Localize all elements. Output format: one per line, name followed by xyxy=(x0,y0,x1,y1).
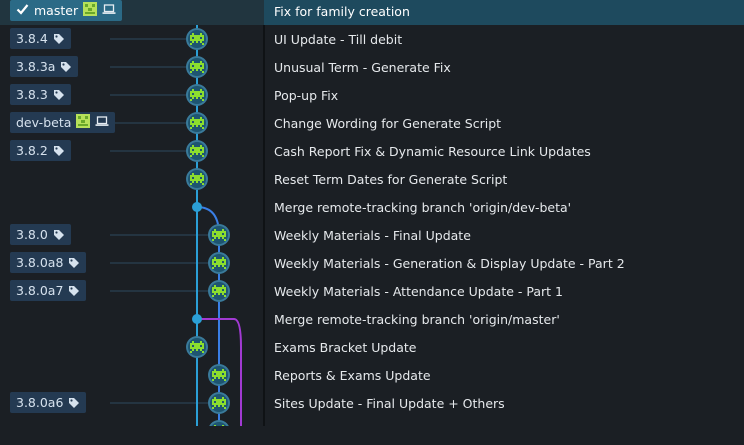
commit-row[interactable]: 3.8.3 Pop-up Fix xyxy=(0,81,744,109)
commit-row[interactable]: 3.8.4 UI Update - Till debit xyxy=(0,25,744,53)
avatar-icon xyxy=(212,397,226,409)
ref-label-text: master xyxy=(34,3,79,18)
commit-message[interactable] xyxy=(264,417,744,445)
ref-cell xyxy=(0,193,178,221)
ref-cell: dev-beta xyxy=(0,109,178,137)
avatar-icon xyxy=(190,33,204,45)
ref-label-text: 3.8.0a8 xyxy=(16,255,64,270)
tag-label[interactable]: 3.8.3 xyxy=(10,84,71,105)
avatar-icon xyxy=(190,341,204,353)
column-divider[interactable] xyxy=(263,0,265,426)
commit-message[interactable]: Weekly Materials - Generation & Display … xyxy=(274,255,625,271)
branch-label[interactable]: master xyxy=(10,0,123,21)
commit-row[interactable]: Merge remote-tracking branch 'origin/dev… xyxy=(0,193,744,221)
avatar-icon xyxy=(83,2,98,19)
ref-label-text: 3.8.0a7 xyxy=(16,283,64,298)
ref-cell xyxy=(0,165,178,193)
lane-line-merge xyxy=(197,318,242,426)
commit-row[interactable]: Reports & Exams Update xyxy=(0,361,744,389)
avatar-icon xyxy=(76,114,91,131)
tag-icon xyxy=(68,257,80,269)
laptop-icon xyxy=(95,115,109,130)
commit-message[interactable]: Exams Bracket Update xyxy=(274,339,417,355)
ref-label-text: 3.8.2 xyxy=(16,143,48,158)
merge-node xyxy=(192,202,202,212)
commit-row[interactable]: dev-beta Change Wording for Generate Scri… xyxy=(0,109,744,137)
commit-message[interactable]: Weekly Materials - Final Update xyxy=(274,227,471,243)
commit-row[interactable]: 3.8.3a Unusual Term - Generate Fix xyxy=(0,53,744,81)
branch-label[interactable]: dev-beta xyxy=(10,112,116,133)
commit-row[interactable]: 3.8.0a8 Weekly Materials - Generation & D… xyxy=(0,249,744,277)
commit-row[interactable] xyxy=(0,417,744,445)
commit-message[interactable]: Sites Update - Final Update + Others xyxy=(274,395,505,411)
ref-label-text: 3.8.0a6 xyxy=(16,395,64,410)
commit-row[interactable]: Exams Bracket Update xyxy=(0,333,744,361)
tag-label[interactable]: 3.8.0a8 xyxy=(10,252,87,273)
ref-cell: 3.8.3 xyxy=(0,81,178,109)
avatar-icon xyxy=(212,257,226,269)
commit-message[interactable]: UI Update - Till debit xyxy=(274,31,403,47)
avatar-icon xyxy=(190,173,204,185)
tag-label[interactable]: 3.8.0 xyxy=(10,224,71,245)
commit-row[interactable]: 3.8.0 Weekly Materials - Final Update xyxy=(0,221,744,249)
commit-row[interactable]: 3.8.0a6 Sites Update - Final Update + Oth… xyxy=(0,389,744,417)
commit-row[interactable]: 3.8.0a7 Weekly Materials - Attendance Upd… xyxy=(0,277,744,305)
ref-cell: 3.8.3a xyxy=(0,53,178,81)
ref-cell xyxy=(0,417,178,445)
tag-icon xyxy=(68,397,80,409)
ref-cell: master xyxy=(0,0,178,25)
commit-row[interactable]: 3.8.2 Cash Report Fix & Dynamic Resource … xyxy=(0,137,744,165)
ref-cell: 3.8.0a7 xyxy=(0,277,178,305)
ref-label-text: 3.8.4 xyxy=(16,31,48,46)
ref-cell: 3.8.0a6 xyxy=(0,389,178,417)
avatar-icon xyxy=(190,61,204,73)
ref-label-text: 3.8.3a xyxy=(16,59,56,74)
avatar-icon xyxy=(212,285,226,297)
ref-label-text: 3.8.0 xyxy=(16,227,48,242)
commit-graph xyxy=(110,0,242,426)
ref-label-text: 3.8.3 xyxy=(16,87,48,102)
commit-message[interactable]: Merge remote-tracking branch 'origin/dev… xyxy=(274,199,572,215)
tag-icon xyxy=(68,285,80,297)
check-icon xyxy=(16,3,29,18)
tag-icon xyxy=(53,89,65,101)
commit-message[interactable]: Cash Report Fix & Dynamic Resource Link … xyxy=(274,143,591,159)
ref-cell xyxy=(0,305,178,333)
ref-cell xyxy=(0,361,178,389)
avatar-icon xyxy=(190,89,204,101)
ref-label-text: dev-beta xyxy=(16,115,72,130)
commit-message[interactable]: Pop-up Fix xyxy=(274,87,339,103)
tag-icon xyxy=(60,61,72,73)
commit-message[interactable]: Merge remote-tracking branch 'origin/mas… xyxy=(274,311,560,327)
commit-row[interactable]: Reset Term Dates for Generate Script xyxy=(0,165,744,193)
ref-cell xyxy=(0,333,178,361)
avatar-icon xyxy=(212,229,226,241)
ref-cell: 3.8.4 xyxy=(0,25,178,53)
commit-message[interactable]: Change Wording for Generate Script xyxy=(274,115,502,131)
ref-cell: 3.8.0 xyxy=(0,221,178,249)
tag-label[interactable]: 3.8.4 xyxy=(10,28,71,49)
tag-label[interactable]: 3.8.0a6 xyxy=(10,392,87,413)
tag-label[interactable]: 3.8.2 xyxy=(10,140,71,161)
tag-icon xyxy=(53,33,65,45)
tag-icon xyxy=(53,229,65,241)
ref-cell: 3.8.2 xyxy=(0,137,178,165)
avatar-icon xyxy=(190,117,204,129)
ref-cell: 3.8.0a8 xyxy=(0,249,178,277)
commit-message[interactable]: Unusual Term - Generate Fix xyxy=(274,59,451,75)
avatar-icon xyxy=(212,369,226,381)
commit-message[interactable]: Reports & Exams Update xyxy=(274,367,431,383)
commit-message[interactable]: Weekly Materials - Attendance Update - P… xyxy=(274,283,563,299)
tag-icon xyxy=(53,145,65,157)
avatar-icon xyxy=(190,145,204,157)
tag-label[interactable]: 3.8.3a xyxy=(10,56,79,77)
commit-row[interactable]: master Fix for family creation xyxy=(0,0,744,25)
commit-row[interactable]: Merge remote-tracking branch 'origin/mas… xyxy=(0,305,744,333)
tag-label[interactable]: 3.8.0a7 xyxy=(10,280,87,301)
commit-message[interactable]: Reset Term Dates for Generate Script xyxy=(274,171,508,187)
laptop-icon xyxy=(102,3,116,18)
merge-node xyxy=(192,314,202,324)
commit-message[interactable]: Fix for family creation xyxy=(264,0,744,25)
